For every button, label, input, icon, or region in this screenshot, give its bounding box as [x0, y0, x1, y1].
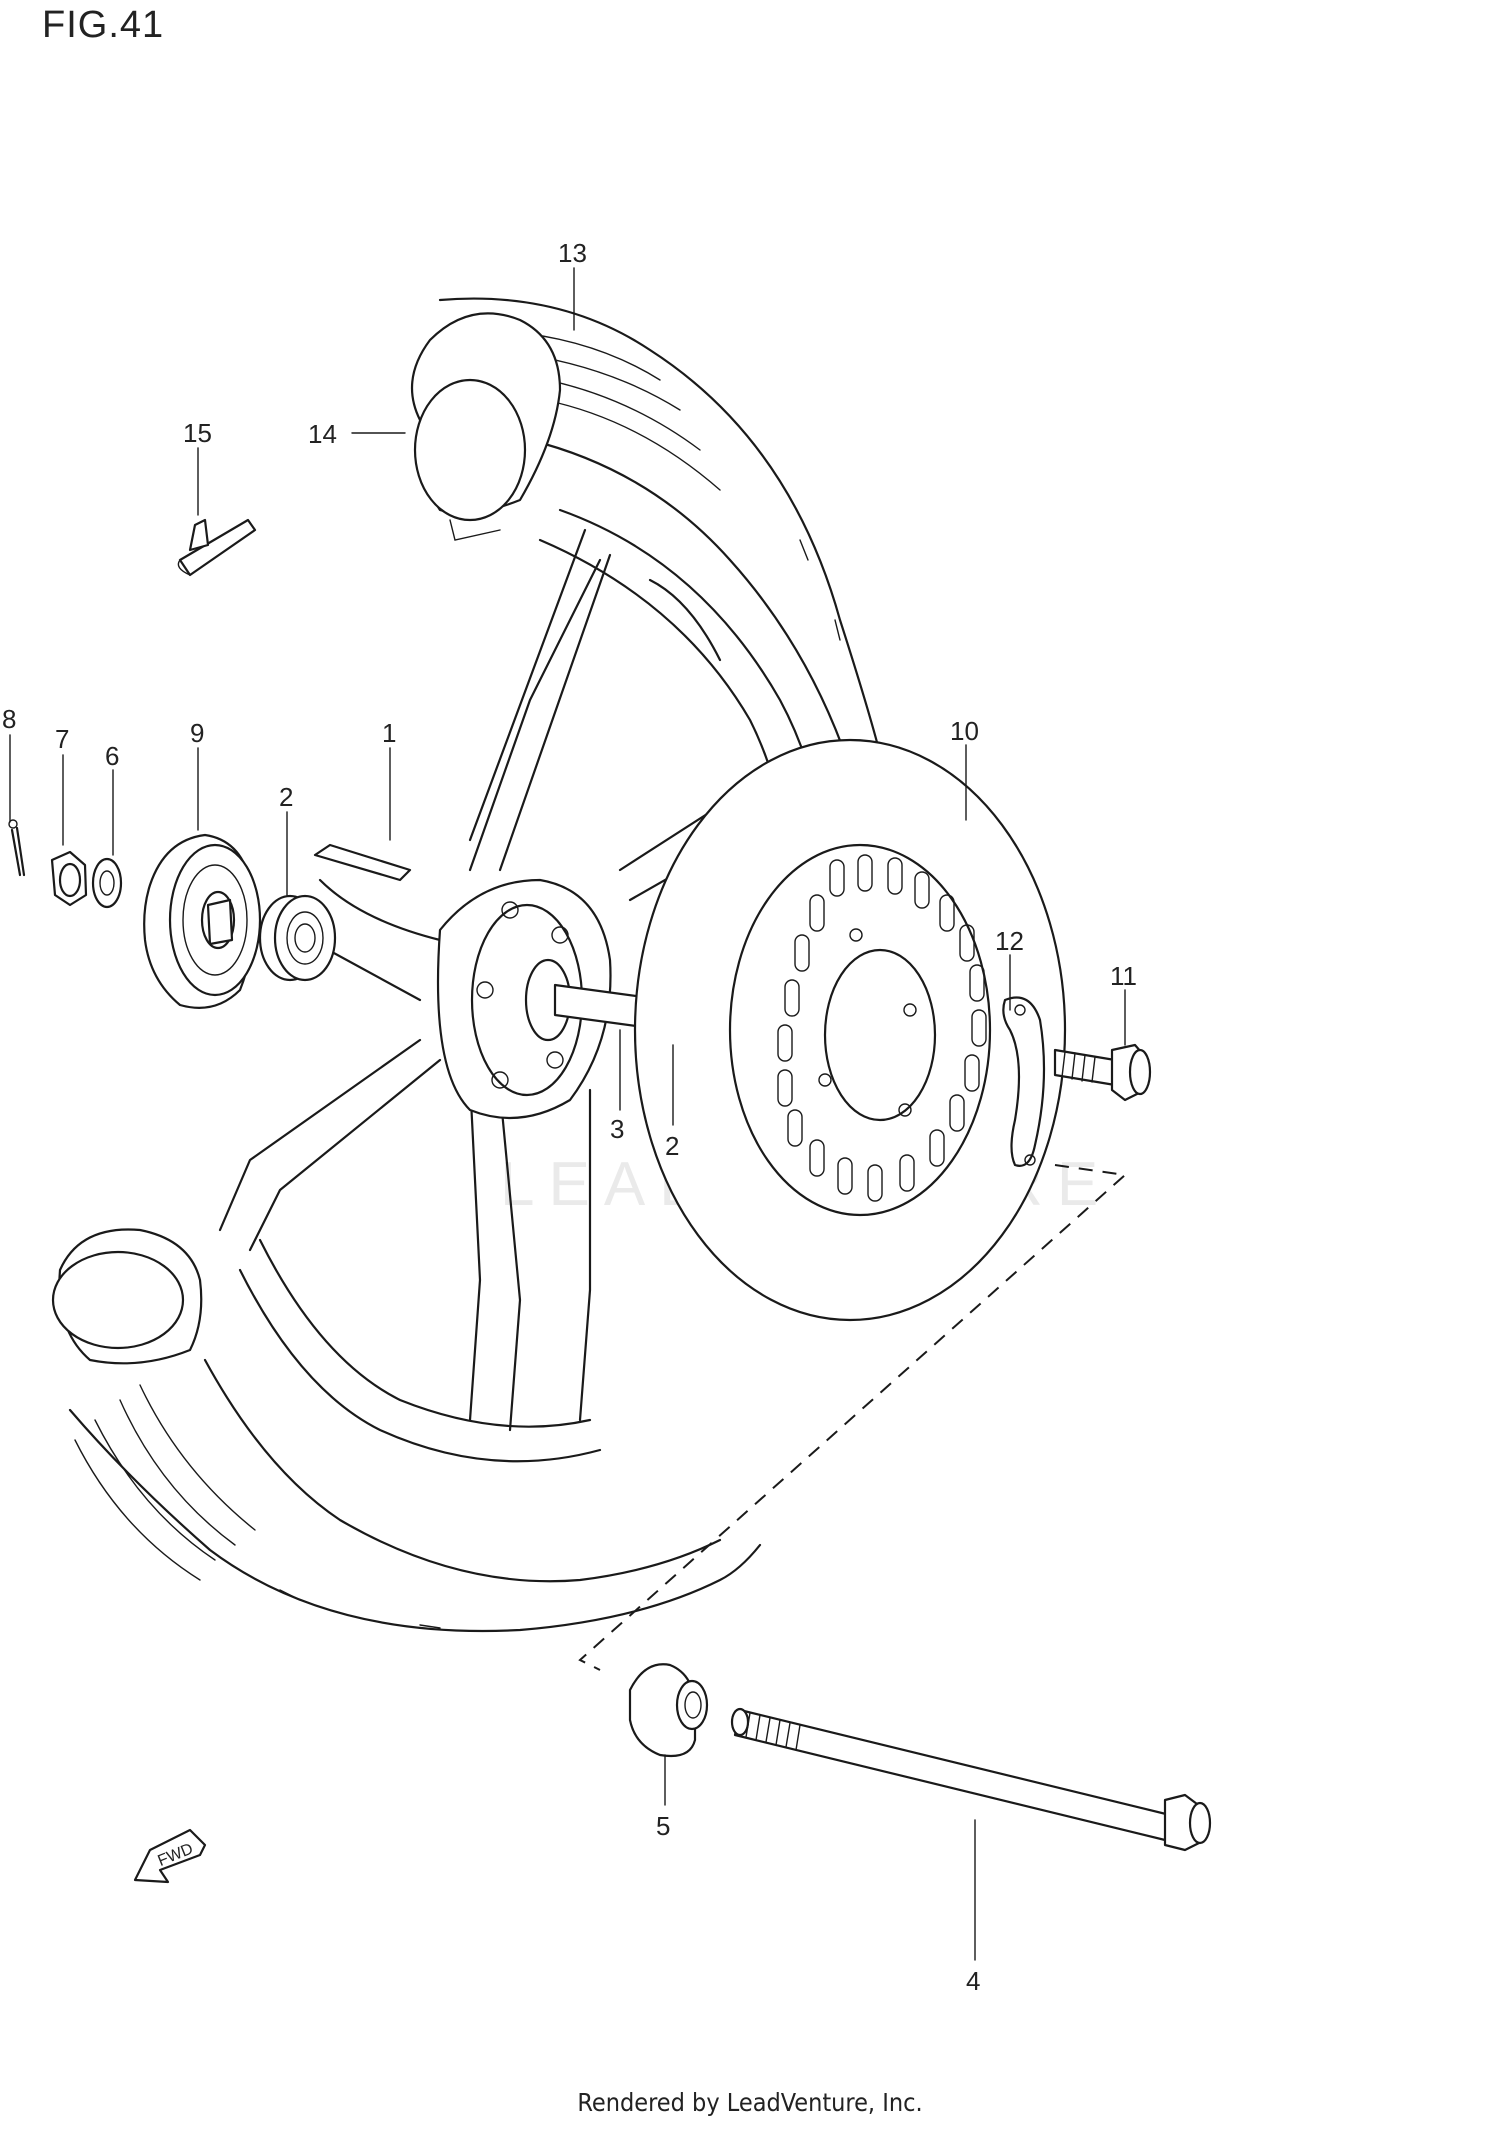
callout-1: 1 [382, 718, 396, 748]
callout-13: 13 [558, 238, 587, 268]
callout-6: 6 [105, 741, 119, 771]
castle-nut [50, 850, 88, 907]
tube-section-bottom [51, 1228, 203, 1365]
callout-2-right: 2 [665, 1131, 679, 1161]
callout-labels: 13 14 15 8 7 6 9 2 1 10 12 11 3 2 5 4 [2, 238, 1137, 1996]
tube-section-top [410, 312, 562, 541]
cotter-pin [8, 819, 26, 877]
tire [68, 297, 892, 1633]
callout-8: 8 [2, 704, 16, 734]
callout-4: 4 [966, 1966, 980, 1996]
assembly-guide [578, 1164, 1128, 1671]
disc-bolt [1053, 1043, 1152, 1102]
leader-lines [9, 267, 1126, 1961]
valve [177, 518, 257, 577]
callout-14: 14 [308, 419, 337, 449]
brake-disc [633, 738, 1067, 1322]
lock-washer [1002, 996, 1046, 1167]
callout-9: 9 [190, 718, 204, 748]
callout-15: 15 [183, 418, 212, 448]
callout-7: 7 [55, 724, 69, 754]
figure-title: FIG.41 [42, 4, 165, 46]
callout-5: 5 [656, 1811, 670, 1841]
washer [91, 857, 123, 909]
fwd-arrow-icon: FWD [133, 1828, 207, 1884]
wheel-rim [218, 508, 831, 1463]
callout-11: 11 [1110, 961, 1137, 991]
bearing-left [258, 894, 337, 982]
callout-12: 12 [995, 926, 1024, 956]
footer-credit: Rendered by LeadVenture, Inc. [577, 2088, 923, 2117]
axle [730, 1707, 1212, 1852]
callout-10: 10 [950, 716, 979, 746]
callout-3: 3 [610, 1114, 624, 1144]
collar [628, 1663, 709, 1758]
callout-2-left: 2 [279, 782, 293, 812]
dust-seal [143, 833, 262, 1009]
